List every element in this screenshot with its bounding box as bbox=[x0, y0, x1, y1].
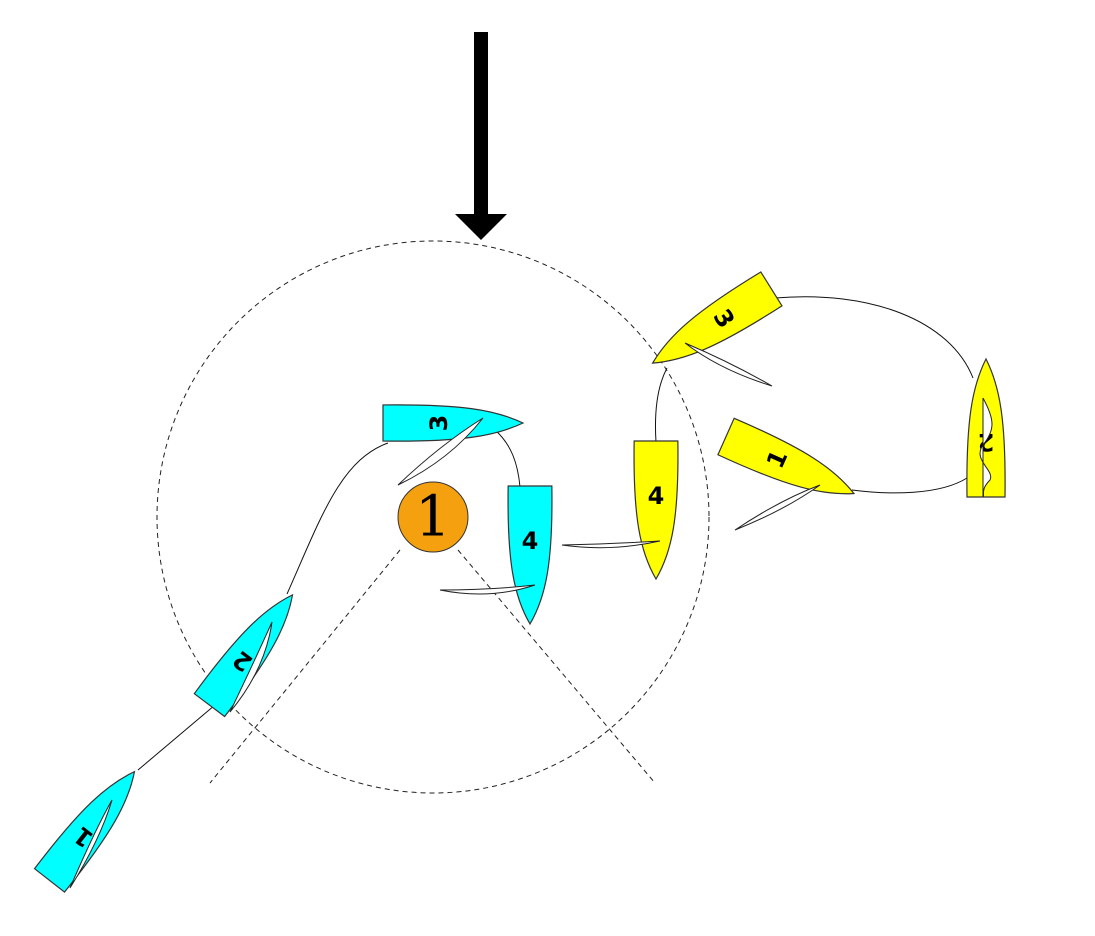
sail bbox=[684, 342, 773, 387]
boat-hull bbox=[33, 770, 136, 893]
sail bbox=[229, 621, 273, 713]
boat-yellow-4: 4 bbox=[633, 440, 679, 581]
boat-hull bbox=[382, 404, 525, 442]
zone-circle bbox=[156, 240, 710, 794]
boat-hull bbox=[633, 440, 679, 581]
boat-number: 3 bbox=[425, 415, 453, 432]
boat-hull bbox=[651, 271, 783, 364]
sail bbox=[734, 484, 821, 531]
sail bbox=[561, 540, 661, 549]
boat-yellow-1: 1 bbox=[717, 417, 856, 495]
boat-tracks bbox=[137, 296, 974, 771]
boat-cyan-4: 4 bbox=[507, 485, 553, 626]
layline-right bbox=[457, 549, 656, 784]
boat-cyan-2: 2 bbox=[193, 593, 294, 718]
boat-number: 4 bbox=[648, 482, 665, 510]
boat-hull bbox=[193, 593, 294, 718]
boat-cyan-3: 3 bbox=[382, 404, 525, 442]
wind-direction-arrow-icon bbox=[455, 32, 507, 240]
boat-hull bbox=[717, 417, 856, 495]
mark-label: 1 bbox=[415, 485, 451, 550]
sail bbox=[397, 417, 484, 486]
sail bbox=[439, 584, 536, 595]
boat-number: 4 bbox=[522, 527, 539, 555]
rounding-mark: 1 bbox=[397, 481, 469, 553]
boat-yellow-3: 3 bbox=[651, 271, 783, 364]
sail bbox=[69, 799, 113, 889]
boat-cyan-1: 1 bbox=[33, 770, 136, 893]
sails bbox=[69, 342, 993, 889]
